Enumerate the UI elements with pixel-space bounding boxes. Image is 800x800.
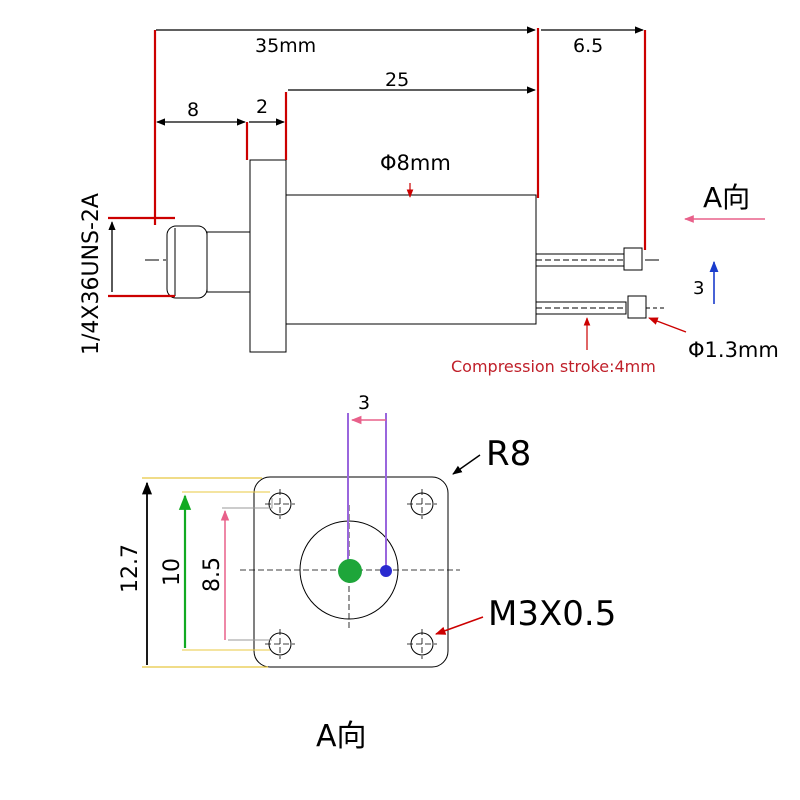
flange [249, 159, 287, 353]
inner-span-label: 8.5 [200, 557, 225, 592]
green-center-dot [338, 559, 362, 583]
end-offset-label: 3 [358, 392, 370, 414]
threaded-nut [166, 225, 208, 299]
dim-total-length-label: 35mm [255, 35, 316, 57]
blue-pin-dot [380, 565, 392, 577]
dim-thread-spec-label: 1/4X36UNS-2A [79, 193, 104, 355]
dim-body-diameter-label: Φ8mm [380, 151, 451, 175]
m3-leader [435, 616, 484, 635]
end-view-title: A向 [316, 719, 367, 754]
pin-lower-tip [627, 295, 647, 319]
corner-radius-label: R8 [486, 434, 531, 474]
dim-flange-label: 2 [256, 96, 268, 118]
threaded-shaft [206, 231, 251, 293]
hole-span-label: 10 [160, 558, 185, 586]
stroke-note: Compression stroke:4mm [451, 357, 656, 376]
hole-thread-label: M3X0.5 [488, 594, 616, 634]
view-arrow-label: A向 [703, 181, 750, 214]
dimension-lines [108, 26, 644, 292]
end-view-extension-lines [142, 413, 387, 668]
dim-pin-diameter-label: Φ1.3mm [688, 338, 779, 362]
dim-pin-spacing-label: 3 [693, 278, 704, 299]
pin-dia-arrow [648, 317, 687, 333]
outer-width-label: 12.7 [118, 544, 143, 593]
side-view [145, 159, 665, 353]
solenoid-body [285, 194, 537, 325]
dim-thread-length-label: 8 [187, 99, 199, 121]
dim-body-length-label: 25 [385, 69, 409, 91]
r8-leader [452, 454, 481, 475]
dim-tail-length-label: 6.5 [573, 35, 603, 57]
extension-lines [108, 28, 647, 298]
pin-upper-tip [623, 247, 643, 271]
